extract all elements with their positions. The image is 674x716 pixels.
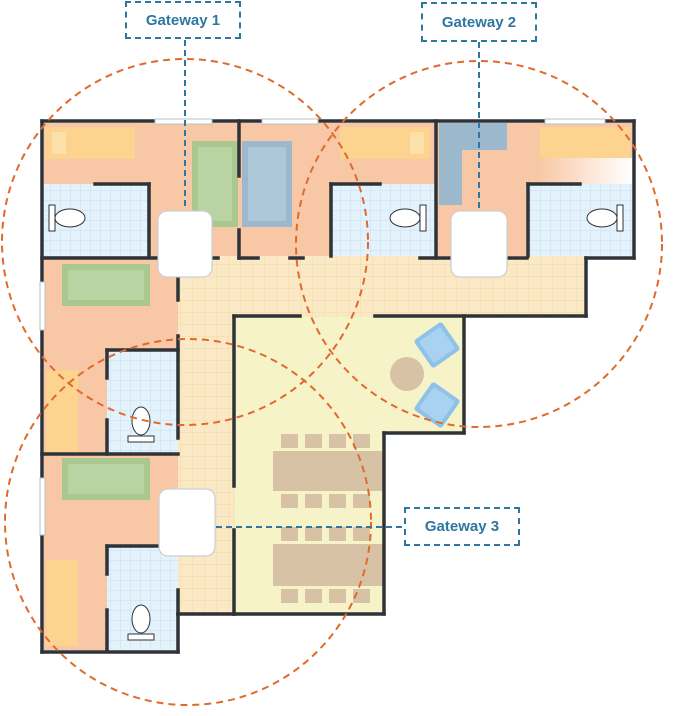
gateway-2-device[interactable] <box>450 210 508 278</box>
bed <box>46 560 78 646</box>
gateway-1-label: Gateway 1 <box>125 1 241 39</box>
leader-lines <box>184 40 480 528</box>
toilet-icon <box>389 204 427 232</box>
dining-table <box>273 544 383 586</box>
coverage-circles <box>1 58 663 706</box>
gateway-3-label: Gateway 3 <box>404 507 520 546</box>
l-shaped-counter <box>439 123 507 205</box>
toilet-icon <box>48 204 86 232</box>
armchair <box>414 382 460 428</box>
walls <box>40 119 636 654</box>
toilet-icon <box>127 604 155 641</box>
bed <box>46 370 78 452</box>
gateway-2-coverage-circle <box>295 60 663 428</box>
gateway-3-coverage-circle <box>4 338 372 706</box>
windows <box>39 118 606 536</box>
toilet-icon <box>127 406 155 443</box>
furniture <box>45 123 630 646</box>
dining-table <box>273 451 383 491</box>
toilet-icon <box>586 204 624 232</box>
armchair <box>414 322 460 368</box>
corridor-horizontal <box>178 256 584 316</box>
corridor-vertical <box>178 316 234 614</box>
gateway-1-device[interactable] <box>157 210 213 278</box>
bed <box>540 127 630 158</box>
gateway-devices <box>157 210 508 557</box>
gateway-2-label: Gateway 2 <box>421 2 537 42</box>
gateway-3-device[interactable] <box>158 488 216 557</box>
round-side-table <box>390 357 424 391</box>
gateway-1-coverage-circle <box>1 58 369 426</box>
dining-chairs <box>281 434 370 603</box>
